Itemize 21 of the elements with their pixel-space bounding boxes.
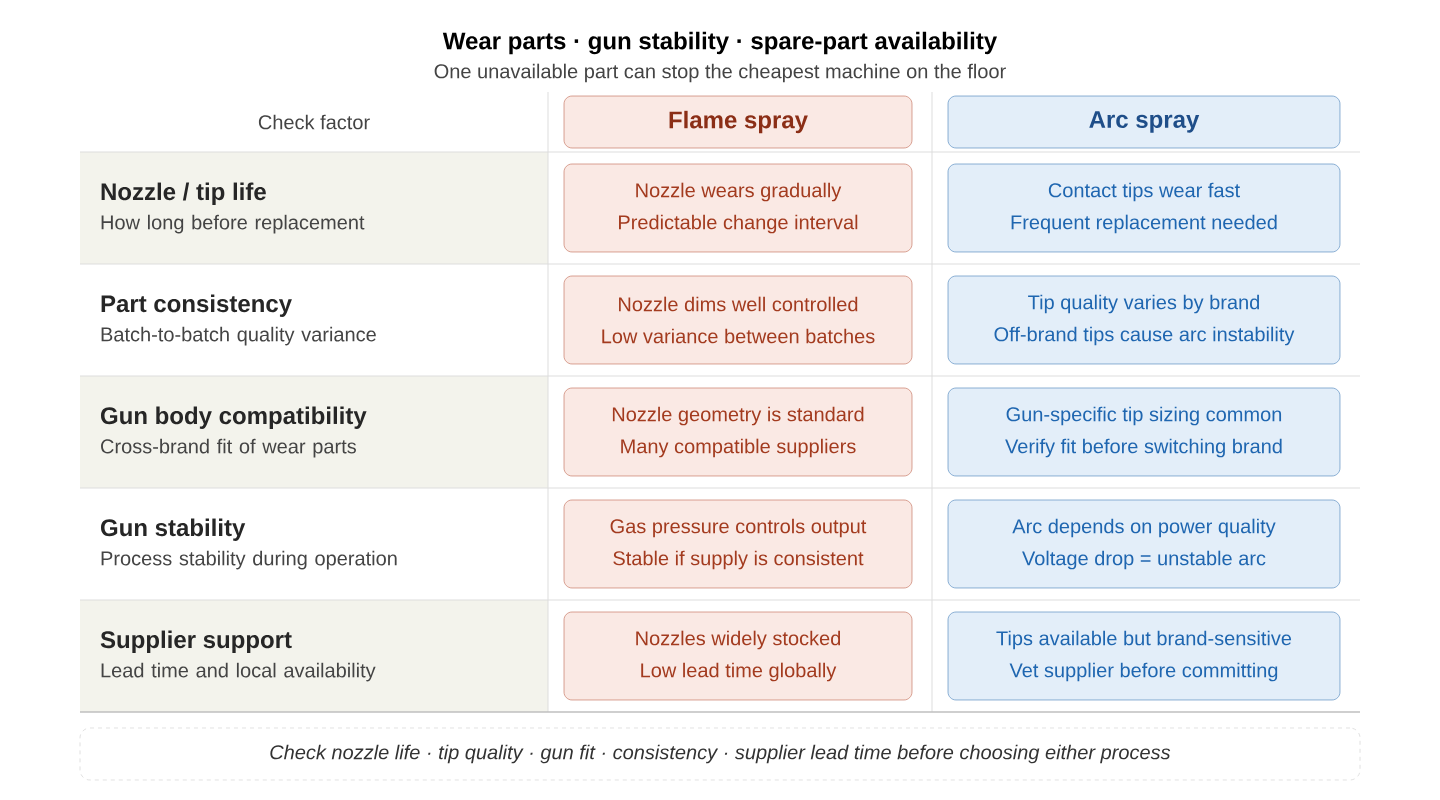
row-header-cell: Gun body compatibility Cross-brand fit of wear parts <box>80 376 548 488</box>
comparison-cell: Arc depends on power quality Voltage drop = unstable arc <box>947 499 1341 589</box>
comparison-cell: Nozzle wears gradually Predictable change interval <box>563 163 913 253</box>
row-header-cell: Part consistency Batch-to-batch quality variance <box>101 294 376 346</box>
comparison-cell: Contact tips wear fast Frequent replacement needed <box>947 163 1341 253</box>
column-header-box: Arc spray <box>947 95 1341 149</box>
comparison-cell: Nozzles widely stocked Low lead time globally <box>563 611 913 701</box>
comparison-cell: Nozzle geometry is standard Many compatible suppliers <box>563 387 913 477</box>
title: Wear parts · gun stability · spare-part availability <box>442 31 998 55</box>
row-header-cell: Nozzle / tip life How long before replacement <box>80 152 548 264</box>
comparison-cell: Tip quality varies by brand Off-brand tips cause arc instability <box>947 275 1341 365</box>
row-header-cell: Supplier support Lead time and local availability <box>80 600 548 712</box>
column-header-box: Flame spray <box>563 95 913 149</box>
subtitle: One unavailable part can stop the cheapest machine on the floor <box>434 63 1006 83</box>
comparison-cell: Gas pressure controls output Stable if supply is consistent <box>563 499 913 589</box>
row-header-cell: Gun stability Process stability during operation <box>101 518 397 570</box>
comparison-cell: Tips available but brand-sensitive Vet supplier before committing <box>947 611 1341 701</box>
column-header: Check factor <box>258 114 370 130</box>
summary-note-box: Check nozzle life · tip quality · gun fit · consistency · supplier lead time before choosing either process <box>79 727 1361 781</box>
comparison-cell: Gun-specific tip sizing common Verify fit before switching brand <box>947 387 1341 477</box>
comparison-cell: Nozzle dims well controlled Low variance between batches <box>563 275 913 365</box>
